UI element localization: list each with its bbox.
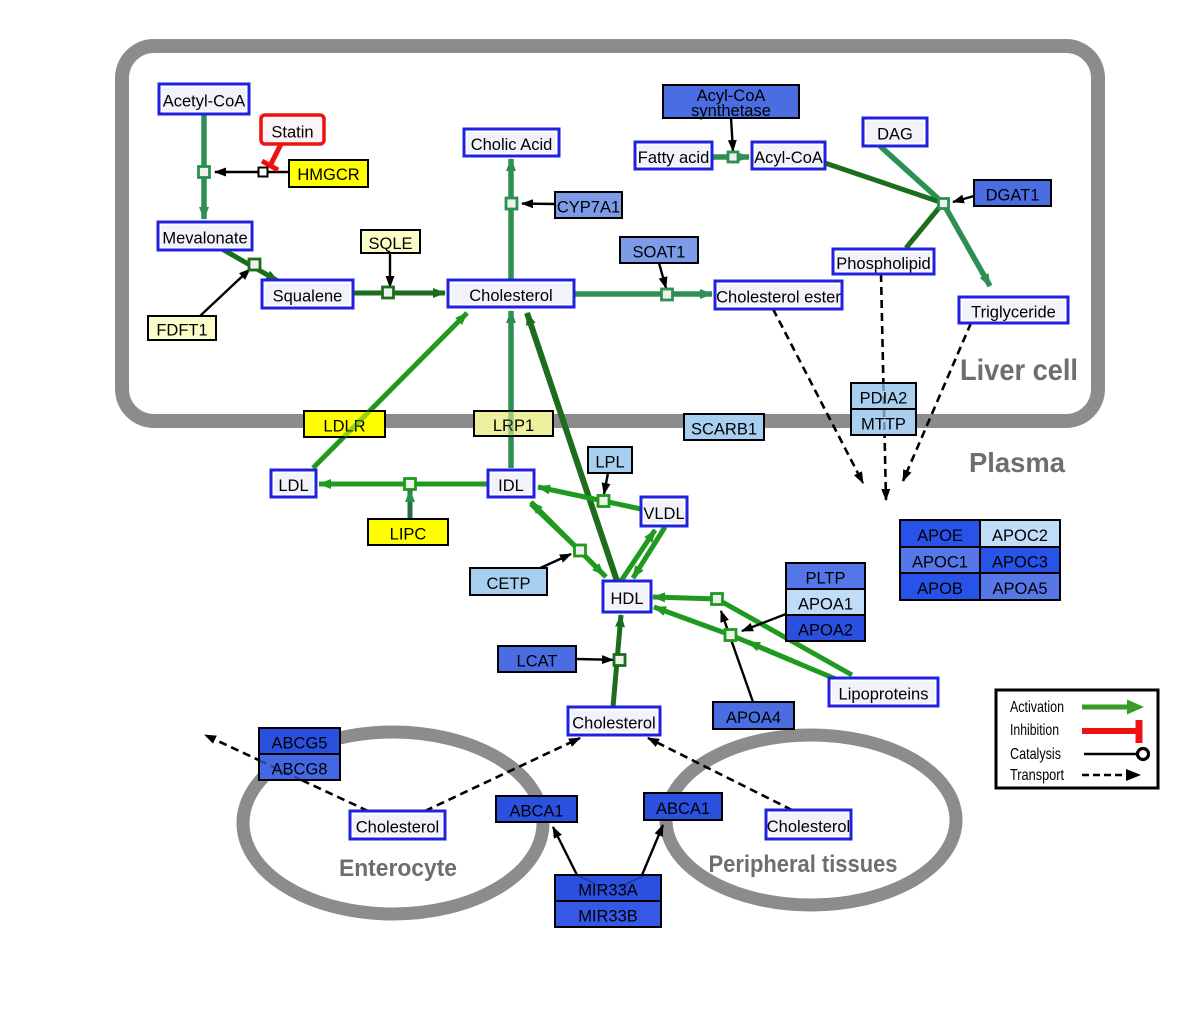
svg-text:LCAT: LCAT [517, 652, 558, 670]
svg-text:APOC3: APOC3 [992, 553, 1048, 571]
svg-text:Lipoproteins: Lipoproteins [839, 685, 929, 703]
svg-text:Cholesterol: Cholesterol [356, 818, 439, 836]
svg-text:Acyl-CoA: Acyl-CoA [754, 149, 823, 167]
svg-text:APOC2: APOC2 [992, 527, 1048, 545]
svg-text:Squalene: Squalene [273, 287, 343, 305]
svg-text:PLTP: PLTP [805, 569, 845, 587]
svg-text:IDL: IDL [498, 477, 524, 495]
svg-text:synthetase: synthetase [691, 102, 771, 120]
svg-text:Peripheral tissues: Peripheral tissues [709, 851, 898, 878]
svg-text:APOC1: APOC1 [912, 553, 968, 571]
svg-text:Phospholipid: Phospholipid [836, 255, 931, 273]
svg-text:Catalysis: Catalysis [1010, 746, 1061, 763]
svg-text:Fatty acid: Fatty acid [638, 149, 710, 167]
svg-text:Liver cell: Liver cell [960, 354, 1078, 387]
svg-text:APOA4: APOA4 [726, 709, 781, 727]
svg-text:Statin: Statin [271, 123, 313, 141]
svg-text:Inhibition: Inhibition [1010, 722, 1059, 739]
svg-text:VLDL: VLDL [643, 505, 684, 523]
svg-text:HDL: HDL [610, 590, 643, 608]
svg-text:ABCA1: ABCA1 [656, 800, 710, 818]
svg-text:ABCG8: ABCG8 [272, 760, 328, 778]
svg-text:APOB: APOB [917, 580, 963, 598]
svg-text:APOA1: APOA1 [798, 595, 853, 613]
svg-text:SOAT1: SOAT1 [633, 243, 686, 261]
svg-text:FDFT1: FDFT1 [156, 321, 207, 339]
svg-text:Cholic Acid: Cholic Acid [471, 136, 553, 154]
svg-text:Cholesterol: Cholesterol [572, 714, 655, 732]
svg-text:LPL: LPL [595, 453, 624, 471]
svg-text:ABCG5: ABCG5 [272, 734, 328, 752]
svg-text:Acetyl-CoA: Acetyl-CoA [163, 92, 246, 110]
svg-text:Plasma: Plasma [969, 447, 1065, 478]
svg-text:DAG: DAG [877, 125, 913, 143]
svg-text:CYP7A1: CYP7A1 [557, 198, 620, 216]
svg-text:Mevalonate: Mevalonate [162, 229, 247, 247]
svg-text:LDL: LDL [278, 477, 308, 495]
svg-text:Enterocyte: Enterocyte [339, 855, 457, 882]
svg-text:MIR33A: MIR33A [578, 881, 638, 899]
svg-text:Cholesterol ester: Cholesterol ester [716, 288, 841, 306]
svg-text:MIR33B: MIR33B [578, 907, 638, 925]
svg-text:SCARB1: SCARB1 [691, 420, 757, 438]
svg-text:Activation: Activation [1010, 699, 1064, 716]
svg-text:HMGCR: HMGCR [297, 166, 359, 184]
svg-text:CETP: CETP [486, 575, 530, 593]
svg-text:APOA5: APOA5 [992, 580, 1047, 598]
svg-text:APOE: APOE [917, 527, 963, 545]
svg-text:Cholesterol: Cholesterol [469, 287, 552, 305]
svg-text:LIPC: LIPC [390, 525, 427, 543]
svg-text:Triglyceride: Triglyceride [971, 303, 1056, 321]
svg-text:APOA2: APOA2 [798, 621, 853, 639]
svg-text:ABCA1: ABCA1 [509, 802, 563, 820]
svg-text:DGAT1: DGAT1 [986, 186, 1040, 204]
svg-text:SQLE: SQLE [368, 235, 412, 253]
svg-text:Cholesterol: Cholesterol [767, 818, 850, 836]
svg-text:Transport: Transport [1010, 767, 1064, 784]
